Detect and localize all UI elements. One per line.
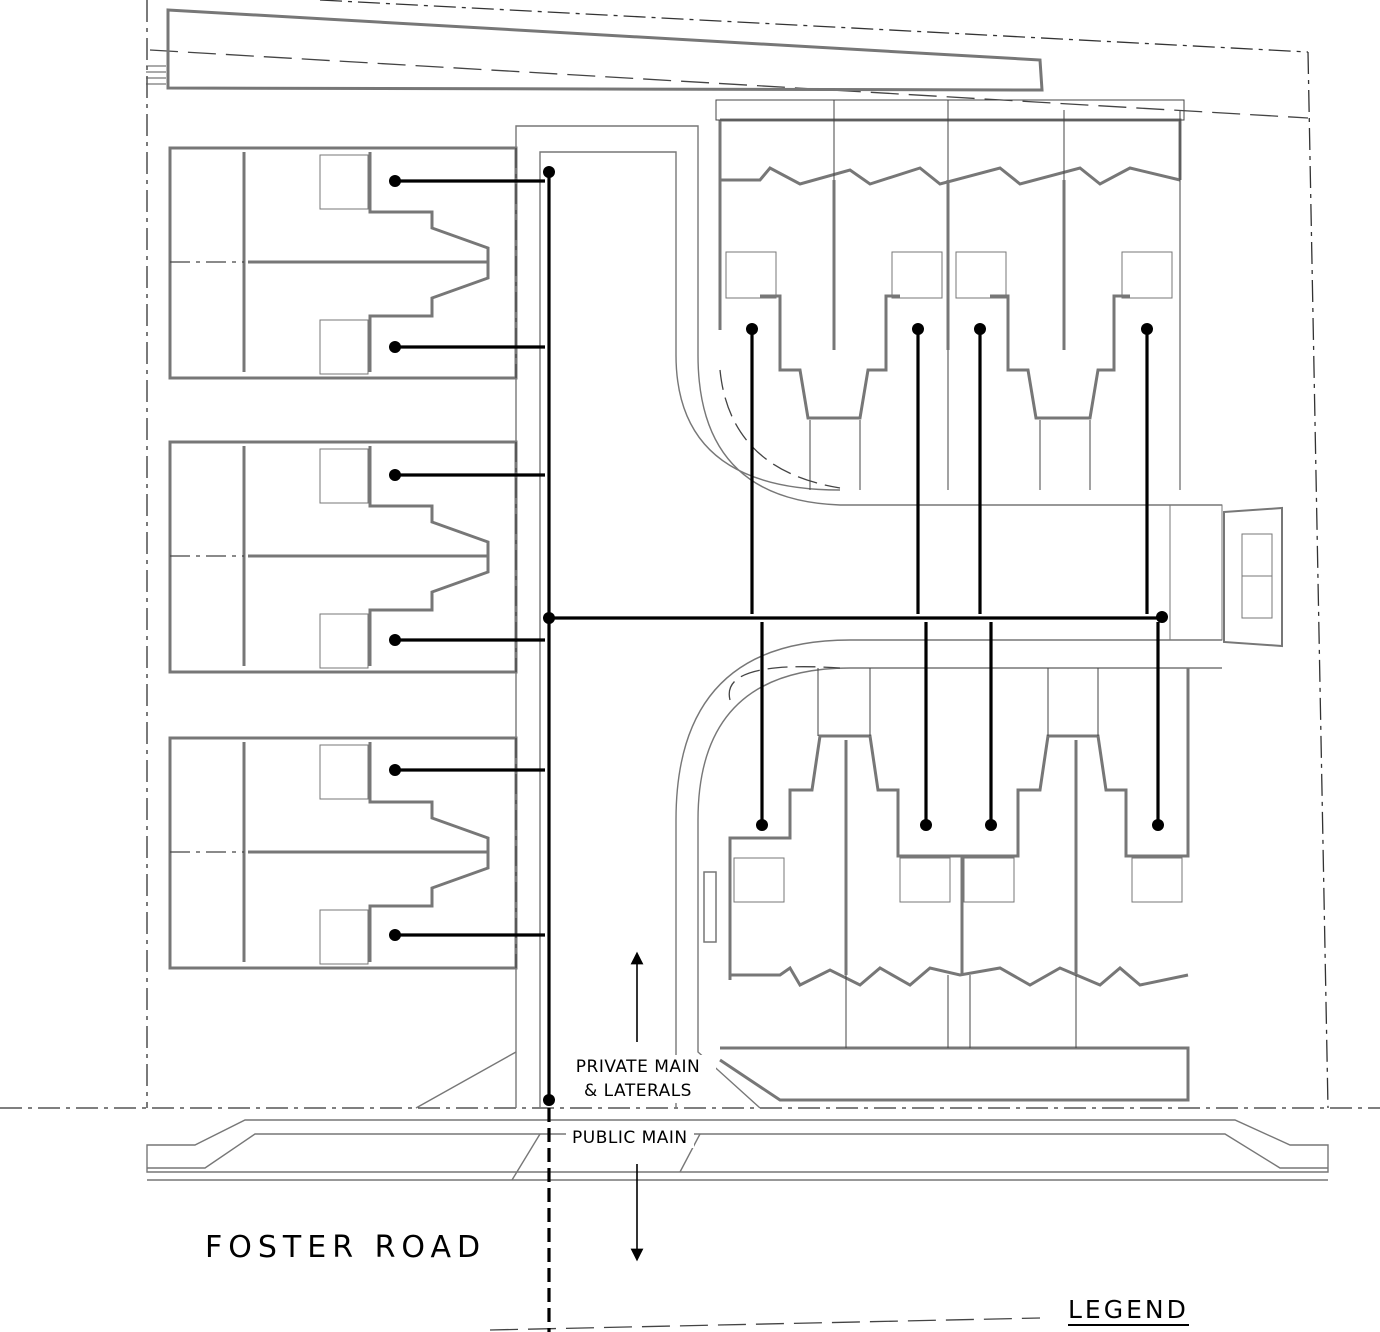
public-main-label: PUBLIC MAIN [566,1128,694,1148]
sewer-cleanouts [389,166,1168,1106]
sewer-laterals [396,172,1162,1100]
west-unit-dividers [170,148,517,968]
legend-title: LEGEND [1068,1295,1189,1326]
southeast-frame [817,668,1099,1048]
laterals-text: & LATERALS [584,1081,692,1101]
street-curb [146,1119,1329,1181]
southeast-building [703,668,1190,1102]
northeast-frame [715,99,1185,490]
road-name-label: FOSTER ROAD [205,1230,487,1265]
property-lines [0,0,1380,1109]
driveway-dash [719,369,841,701]
trash-enclosure [1169,504,1283,648]
stair-marks [146,65,166,85]
private-main-label: PRIVATE MAIN & LATERALS [560,1055,716,1103]
setback-line [149,49,1309,1331]
northeast-building [718,118,1182,420]
private-main-text: PRIVATE MAIN [575,1057,701,1077]
drive-aisle [415,125,1222,1109]
north-planter [166,8,1044,92]
